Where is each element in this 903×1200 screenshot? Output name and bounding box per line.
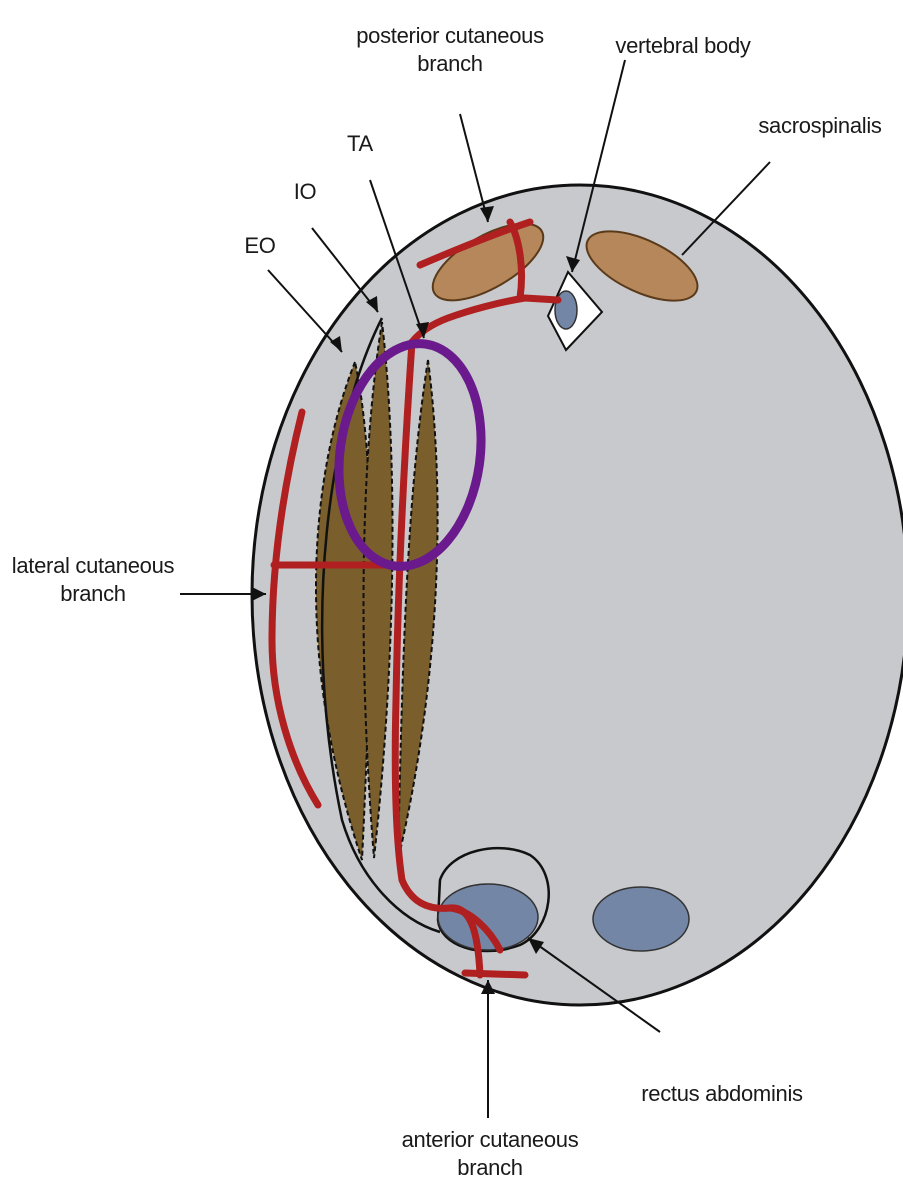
label-eo: EO: [244, 233, 276, 258]
label-vertebral-body: vertebral body: [615, 33, 751, 58]
leader-lines: [180, 59, 771, 1118]
rectus-abdominis-left: [437, 883, 539, 951]
label-ta: TA: [347, 131, 373, 156]
sacrospinalis-right: [585, 230, 699, 302]
label-posterior-cutaneous-branch: posterior cutaneous branch: [356, 23, 544, 76]
rectus-sheath: [436, 846, 550, 953]
internal-oblique-muscle: [362, 321, 394, 859]
label-io: IO: [293, 179, 317, 204]
transversus-abdominis-muscle: [397, 359, 439, 861]
label-lateral-cutaneous-branch: lateral cutaneous branch: [11, 553, 175, 606]
label-rectus-abdominis: rectus abdominis: [641, 1081, 803, 1106]
leader-arrowheads: [252, 206, 580, 994]
highlight-circle: [334, 339, 486, 571]
intercostal-nerve: [268, 218, 562, 979]
label-anterior-cutaneous-branch: anterior cutaneous branch: [401, 1127, 579, 1180]
label-sacrospinalis: sacrospinalis: [758, 113, 882, 138]
rectus-abdominis-right: [592, 886, 690, 952]
